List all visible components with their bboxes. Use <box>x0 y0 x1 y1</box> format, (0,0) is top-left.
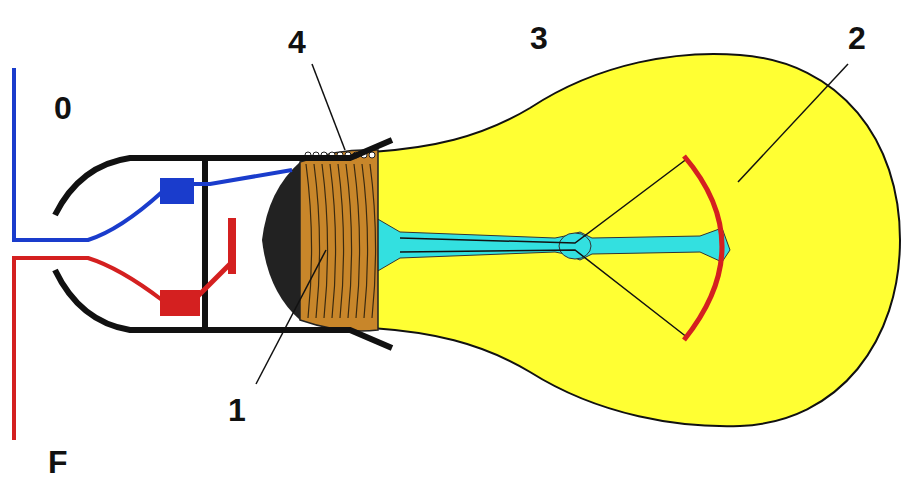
callout-label: F <box>48 446 68 478</box>
thread-stroke <box>306 164 312 318</box>
thread-stroke <box>362 164 368 318</box>
thread-stroke <box>322 164 328 318</box>
socket-housing <box>55 270 392 348</box>
neutral-contact-strip <box>194 170 292 184</box>
stem-knob <box>559 233 591 259</box>
base-tip <box>262 162 300 320</box>
lead-wire <box>400 158 688 243</box>
glass-stem <box>376 218 730 272</box>
callout-label: 3 <box>530 22 548 54</box>
lead-wire <box>400 250 688 338</box>
thread-crest <box>369 152 375 158</box>
callout-label: 4 <box>288 26 306 58</box>
phase-wire <box>14 258 162 440</box>
phase-contact-spring <box>198 262 232 296</box>
thread-stroke <box>346 164 352 318</box>
thread-stroke <box>338 164 344 318</box>
center-contact <box>228 218 236 274</box>
neutral-contact <box>160 178 194 204</box>
callout-label: 0 <box>54 92 72 124</box>
callout-label: 1 <box>228 394 246 426</box>
filament <box>684 156 722 340</box>
neutral-wire <box>14 68 162 240</box>
thread-stroke <box>314 164 320 318</box>
leader-line <box>256 250 326 384</box>
socket-housing <box>55 140 392 215</box>
leader-line <box>738 64 848 182</box>
screw-thread <box>305 152 376 318</box>
screw-base <box>300 150 378 331</box>
thread-stroke <box>330 164 336 318</box>
callout-label: 2 <box>848 22 866 54</box>
thread-stroke <box>354 164 360 318</box>
phase-contact <box>160 290 200 316</box>
leader-line <box>312 64 345 150</box>
thread-stroke <box>370 164 376 318</box>
bulb-glass <box>372 54 900 426</box>
